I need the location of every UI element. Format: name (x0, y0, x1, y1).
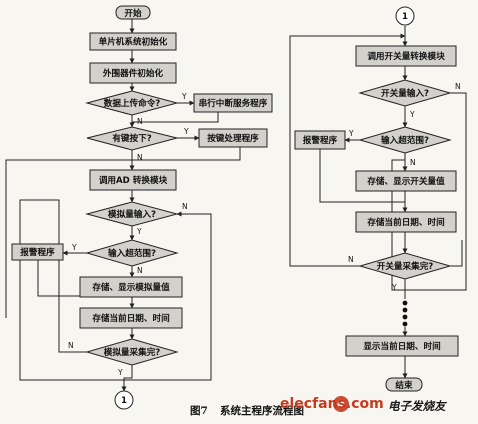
switch-input-no-label: N (455, 82, 461, 91)
right-store-datetime-label: 存储当前日期、时间 (367, 216, 445, 228)
peripheral-init-label: 外围器件初始化 (102, 67, 164, 79)
call-switch-label: 调用开关量转换模块 (367, 50, 445, 62)
call-switch-box (355, 45, 457, 67)
mcu-init-label: 单片机系统初始化 (99, 36, 168, 48)
analog-input-yes-label: Y (136, 227, 142, 236)
figure-number: 图7 (190, 405, 208, 417)
store-analog-label: 存储、显示模拟量值 (92, 281, 170, 293)
switch-done-yes-label: Y (391, 283, 397, 292)
call-ad-box (89, 169, 177, 191)
watermark: elecfans.com 电子发烧友 (280, 396, 447, 413)
right-alarm-label: 报警程序 (303, 134, 338, 146)
switch-input-label: 开关量输入? (381, 87, 429, 99)
right-connector (395, 6, 415, 26)
watermark-logo-text: elecfans.com (280, 396, 384, 412)
right-range-decision (358, 126, 452, 154)
key-no-label: N (137, 153, 143, 162)
key-pressed-label: 有键按下? (112, 132, 151, 144)
switch-done-no-label: N (348, 255, 354, 264)
mcu-init-box (89, 32, 177, 51)
analog-input-no-label: N (182, 202, 188, 211)
analog-done-decision (85, 338, 179, 366)
right-connector-label: 1 (402, 12, 408, 22)
upload-no-label: N (137, 117, 143, 126)
left-range-label: 输入超范围? (108, 247, 156, 259)
store-analog-box (79, 276, 183, 298)
start-terminal (115, 5, 151, 20)
left-range-no-label: N (137, 266, 143, 275)
analog-done-label: 模拟量采集完? (104, 346, 161, 358)
analog-done-yes-label: Y (117, 368, 123, 377)
show-datetime-label: 显示当前日期、时间 (363, 340, 441, 352)
left-store-datetime-label: 存储当前日期、时间 (92, 312, 170, 324)
analog-done-no-label: N (68, 341, 74, 350)
key-handler-box (198, 128, 268, 148)
right-range-no-label: N (410, 158, 416, 167)
figure-title: 系统主程序流程图 (220, 404, 304, 417)
key-handler-label: 按键处理程序 (207, 132, 259, 144)
show-datetime-box (345, 335, 459, 357)
left-range-decision (85, 239, 179, 267)
store-switch-label: 存储、显示开关量值 (367, 175, 445, 187)
right-range-yes-label: Y (348, 129, 354, 138)
continuation-dots (402, 300, 408, 327)
store-switch-box (355, 170, 457, 192)
switch-input-yes-label: Y (409, 110, 415, 119)
analog-input-decision (85, 201, 179, 227)
switch-done-label: 开关量采集完? (377, 260, 434, 272)
left-store-datetime-box (79, 307, 183, 329)
left-connector (114, 390, 134, 410)
left-alarm-label: 报警程序 (20, 246, 55, 258)
key-pressed-decision (86, 126, 178, 151)
upload-yes-label: Y (181, 92, 187, 101)
left-connector-label: 1 (121, 396, 127, 406)
right-alarm-box (294, 130, 346, 150)
analog-input-label: 模拟量输入? (108, 208, 156, 220)
right-flow-lines (289, 26, 467, 379)
call-ad-label: 调用AD 转换模块 (99, 174, 168, 186)
left-range-yes-label: Y (71, 243, 77, 252)
end-terminal (385, 377, 423, 392)
watermark-cn-text: 电子发烧友 (388, 399, 447, 413)
key-yes-label: Y (183, 127, 189, 136)
end-label: 结束 (395, 379, 413, 391)
serial-isr-label: 串行中断服务程序 (199, 97, 268, 109)
left-flow-lines (5, 19, 241, 392)
upload-cmd-decision (85, 90, 179, 116)
serial-isr-box (193, 93, 273, 113)
start-label: 开始 (124, 7, 142, 19)
upload-cmd-label: 数据上传命令? (104, 97, 161, 109)
right-store-datetime-box (355, 211, 457, 233)
peripheral-init-box (89, 62, 177, 84)
switch-input-decision (358, 79, 452, 107)
switch-done-decision (358, 252, 452, 280)
right-range-label: 输入超范围? (381, 134, 429, 146)
left-alarm-box (11, 243, 64, 261)
